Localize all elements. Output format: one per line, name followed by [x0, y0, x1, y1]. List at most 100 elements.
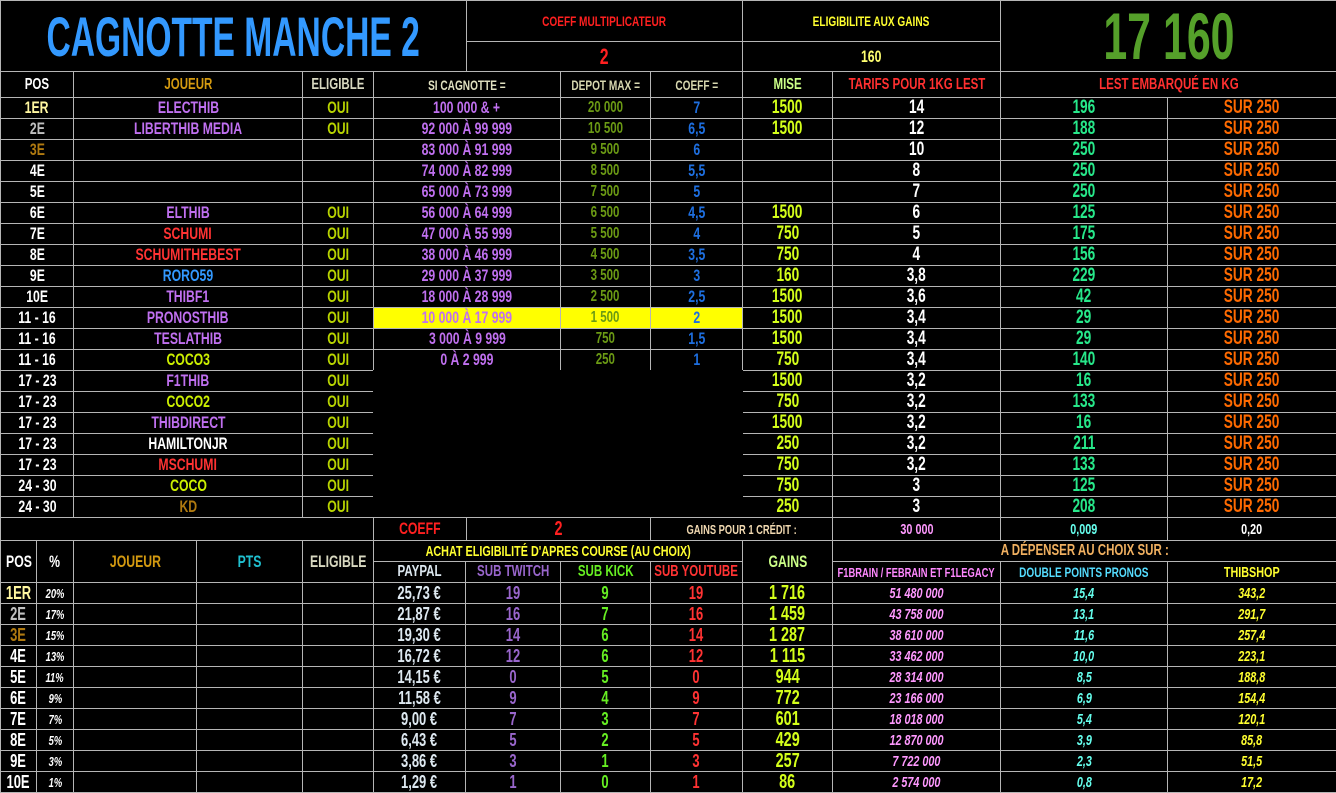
prize-thibshop: 188,8 [1167, 666, 1336, 688]
prize-twitch: 0 [465, 666, 561, 688]
prize-twitch: 5 [465, 729, 561, 751]
prize-eligible [302, 645, 374, 667]
row-pos: 17 - 23 [0, 433, 74, 455]
row-pos: 24 - 30 [0, 475, 74, 497]
prize-kick: 5 [560, 666, 651, 688]
prize-kick-text: 4 [601, 687, 610, 708]
row-max-deposit-text: 7 500 [591, 183, 620, 200]
row-max-deposit: 750 [560, 328, 651, 350]
row-ballast-text: 250 [1072, 160, 1096, 181]
prize-eligible [302, 603, 374, 625]
prize-kick: 2 [560, 729, 651, 751]
prize-paypal-text: 21,87 € [397, 603, 442, 624]
prize-pts [196, 645, 303, 667]
prize-twitch-text: 12 [505, 645, 521, 666]
row-rate-text: 8 [912, 160, 921, 181]
row-coeff-text: 2,5 [687, 287, 706, 306]
prize-pos-text: 6E [10, 687, 27, 708]
coeff-row-label: COEFF [373, 517, 467, 541]
col-header-max-deposit-text: DEPOT MAX = [571, 76, 640, 93]
prize-pct: 13% [36, 645, 74, 667]
prize-paypal-text: 11,58 € [398, 687, 441, 708]
row-bet: 1500 [742, 370, 833, 392]
prize-gains-text: 944 [775, 666, 800, 688]
prize-pos-text: 9E [10, 750, 27, 771]
bottom-header-pct: % [36, 540, 74, 583]
row-coeff-text: 3 [693, 266, 700, 285]
row-bet-text: 1500 [772, 307, 803, 328]
prize-eligible [302, 771, 374, 793]
row-ballast-max: SUR 250 [1167, 223, 1336, 245]
row-ballast-max: SUR 250 [1167, 349, 1336, 371]
prize-pts [196, 624, 303, 646]
row-pos-text: 17 - 23 [17, 434, 57, 453]
prize-gains: 86 [742, 771, 833, 793]
prize-youtube: 7 [650, 708, 743, 730]
row-ballast-max-text: SUR 250 [1224, 244, 1280, 265]
row-eligible-text: OUI [327, 287, 349, 306]
row-rate-text: 3,4 [906, 328, 927, 349]
prize-f1brain-text: 33 462 000 [889, 647, 944, 665]
prize-paypal: 6,43 € [373, 729, 466, 751]
row-coeff: 3,5 [650, 244, 743, 266]
prize-pct-text: 11% [45, 669, 65, 685]
row-pos: 11 - 16 [0, 349, 74, 371]
prize-player [73, 687, 197, 709]
row-bet-text: 750 [776, 244, 799, 265]
prize-twitch-text: 7 [509, 708, 517, 729]
prize-f1brain-text: 7 722 000 [892, 752, 941, 770]
row-jackpot-range-text: 18 000 À 28 999 [421, 287, 513, 306]
bottom-header-paypal-text: PAYPAL [397, 563, 442, 580]
prize-paypal: 14,15 € [373, 666, 466, 688]
row-pos-text: 5E [29, 182, 45, 201]
row-eligible-text: OUI [327, 203, 349, 222]
row-rate-text: 7 [912, 181, 921, 202]
row-ballast-text: 16 [1076, 370, 1092, 391]
prize-pct: 5% [36, 729, 74, 751]
row-max-deposit-text: 2 500 [591, 288, 620, 305]
row-eligible-text: OUI [327, 329, 349, 348]
row-eligible-text: OUI [327, 224, 349, 243]
prize-double-points: 2,3 [1000, 750, 1168, 772]
row-bet-text: 750 [776, 391, 799, 412]
prize-pts [196, 666, 303, 688]
row-player: THIBDIRECT [73, 412, 303, 434]
row-ballast: 229 [1000, 265, 1168, 287]
row-player-text: THIBDIRECT [150, 413, 226, 432]
spend-header-text: A DÉPENSER AU CHOIX SUR : [1000, 542, 1169, 559]
row-pos: 3E [0, 139, 74, 161]
prize-paypal-text: 16,72 € [397, 645, 442, 666]
row-bet [742, 181, 833, 203]
coeff-multiplier-value: 2 [466, 41, 743, 72]
row-eligible: OUI [302, 118, 374, 140]
prize-double-points-text: 2,3 [1076, 752, 1092, 770]
row-bet-text: 1500 [772, 412, 803, 433]
row-ballast-max-text: SUR 250 [1224, 391, 1280, 412]
prize-thibshop-text: 291,7 [1238, 605, 1266, 623]
prize-pct-text: 9% [48, 690, 62, 706]
prize-pct: 15% [36, 624, 74, 646]
row-ballast-text: 196 [1072, 97, 1096, 118]
row-eligible-text: OUI [327, 119, 349, 138]
prize-paypal: 11,58 € [373, 687, 466, 709]
row-player: COCO3 [73, 349, 303, 371]
row-eligible: OUI [302, 349, 374, 371]
row-rate-text: 3,2 [906, 370, 927, 391]
row-player: SCHUMI [73, 223, 303, 245]
prize-thibshop-text: 257,4 [1238, 626, 1266, 644]
row-bet-text: 1500 [772, 370, 803, 391]
row-ballast-text: 140 [1072, 349, 1096, 370]
row-pos-text: 11 - 16 [18, 308, 56, 327]
prize-player [73, 708, 197, 730]
row-eligible [302, 139, 374, 161]
row-eligible: OUI [302, 370, 374, 392]
row-rate-text: 3,2 [906, 454, 927, 475]
row-rate-text: 6 [912, 202, 921, 223]
row-bet-text: 1500 [772, 328, 803, 349]
row-coeff: 6 [650, 139, 743, 161]
row-rate-text: 4 [912, 244, 921, 265]
row-jackpot-range: 47 000 À 55 999 [373, 223, 561, 245]
row-max-deposit: 9 500 [560, 139, 651, 161]
col-header-ballast: LEST EMBARQUÉ EN KG [1000, 71, 1336, 98]
